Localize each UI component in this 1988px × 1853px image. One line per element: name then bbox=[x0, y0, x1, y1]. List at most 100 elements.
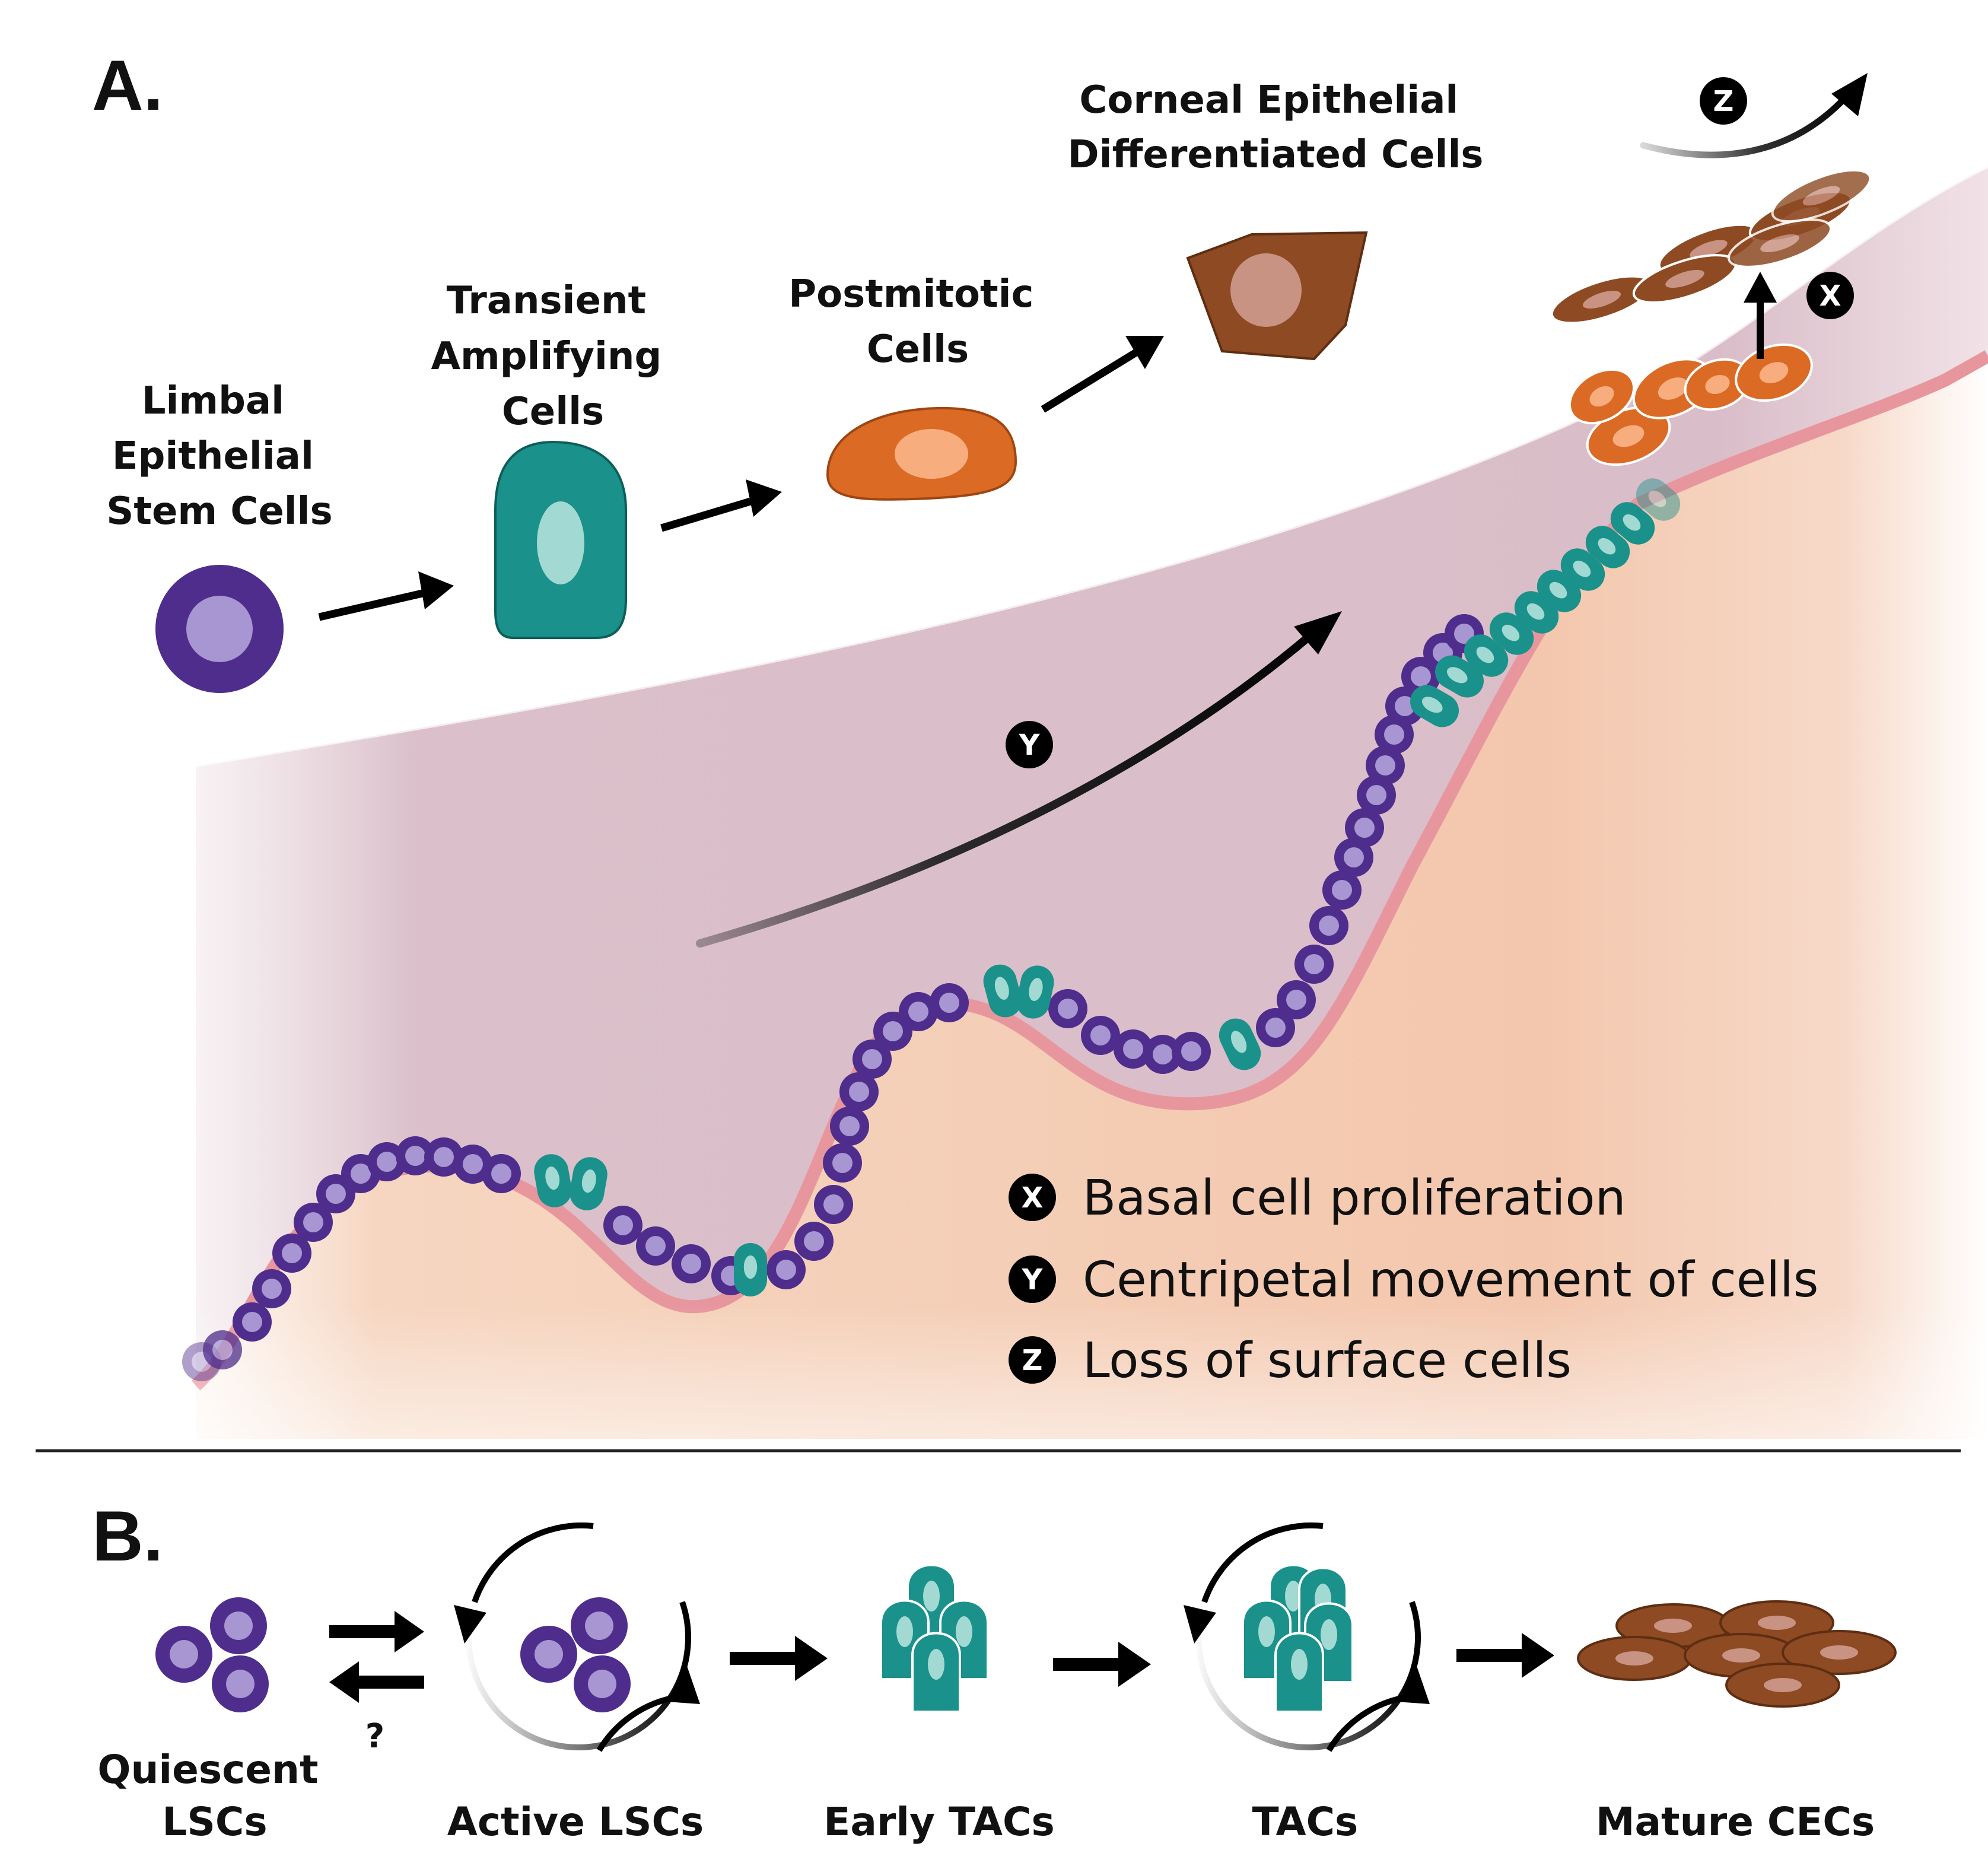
basal-stem-cell bbox=[672, 1244, 711, 1283]
basal-stem-cell bbox=[839, 1072, 879, 1111]
self-renewal-cycle-icon bbox=[466, 1601, 691, 1750]
epithelium bbox=[196, 166, 1988, 1385]
centripetal-movement-arrowhead bbox=[1294, 611, 1342, 654]
basal-tac-cell bbox=[1464, 634, 1509, 677]
differentiated-cell-icon bbox=[1186, 231, 1368, 361]
stage-label-differentiated: Corneal Epithelial Differentiated Cells bbox=[1068, 78, 1484, 177]
marker-badge-y-letter: Y bbox=[1019, 729, 1041, 762]
panel-b-label: B. bbox=[92, 1496, 163, 1576]
stage-label-lsc: Limbal Epithelial Stem Cells bbox=[106, 379, 332, 533]
label-early-tacs: Early TACs bbox=[823, 1799, 1055, 1845]
arrow-postmitotic-to-differentiated-head bbox=[1125, 336, 1164, 369]
basal-tac-cell bbox=[1435, 655, 1484, 698]
basal-stem-cell bbox=[794, 1222, 834, 1261]
basal-stem-cell bbox=[830, 1107, 869, 1146]
tac-cluster-with-cycle bbox=[1184, 1522, 1430, 1752]
proliferation-arrowhead bbox=[1744, 272, 1777, 303]
basal-tac-cell bbox=[1610, 502, 1655, 545]
arrow-postmitotic-to-differentiated bbox=[1041, 349, 1138, 413]
basal-stem-cell bbox=[1277, 980, 1316, 1019]
marker-badge-y: Y bbox=[1006, 721, 1053, 768]
marker-badge-z-letter: Z bbox=[1713, 85, 1734, 118]
basal-tac-cell bbox=[734, 1243, 767, 1296]
basal-stem-cell bbox=[252, 1269, 291, 1308]
stage-label-tac: Transient Amplifying Cells bbox=[431, 279, 675, 434]
basal-stem-cell bbox=[233, 1302, 272, 1342]
basal-tac-cell bbox=[1219, 1018, 1261, 1070]
basal-tac-cell bbox=[570, 1157, 607, 1210]
basal-tac-cell bbox=[983, 964, 1022, 1018]
tac-cell-icon bbox=[494, 440, 627, 639]
label-quiescent-lscs-line-2: LSCs bbox=[162, 1799, 267, 1845]
label-active-lscs: Active LSCs bbox=[447, 1799, 704, 1845]
legend-item-y: Y Centripetal movement of cells bbox=[1009, 1252, 1819, 1308]
legend-item-x: X Basal cell proliferation bbox=[1009, 1170, 1626, 1226]
basal-stem-cell bbox=[1357, 775, 1396, 815]
label-quiescent-lscs: Quiescent LSCs bbox=[97, 1747, 332, 1845]
quiescent-lsc-cluster bbox=[155, 1597, 269, 1712]
postmitotic-cell-icon bbox=[826, 406, 1017, 501]
legend-text-y: Centripetal movement of cells bbox=[1083, 1252, 1819, 1308]
surface-cell-cluster bbox=[1550, 169, 1872, 466]
basal-stem-cell bbox=[1256, 1008, 1295, 1047]
legend: X Basal cell proliferation Y Centripetal… bbox=[1009, 1170, 1819, 1389]
basal-stem-cell bbox=[1334, 838, 1373, 877]
arrow-tac-to-mature-head bbox=[1522, 1633, 1554, 1678]
basal-tac-cell bbox=[1585, 526, 1630, 568]
label-quiescent-lscs-line-1: Quiescent bbox=[97, 1747, 318, 1792]
basal-stem-cell bbox=[1081, 1016, 1120, 1055]
arrow-tac-to-postmitotic-head bbox=[746, 479, 782, 517]
basal-stem-cell bbox=[899, 992, 938, 1031]
early-tac-cluster bbox=[880, 1563, 989, 1713]
basal-stem-cell bbox=[930, 983, 969, 1022]
basal-stem-cell bbox=[603, 1206, 642, 1245]
arrow-tac-to-postmitotic bbox=[660, 497, 752, 532]
basal-stem-cell bbox=[1294, 945, 1334, 984]
basal-tac-cell bbox=[1560, 548, 1605, 591]
basal-tac-cell bbox=[534, 1154, 572, 1207]
stage-label-lsc-line-3: Stem Cells bbox=[106, 490, 332, 533]
marker-badge-x: X bbox=[1806, 272, 1854, 319]
basal-stem-cell bbox=[272, 1234, 311, 1273]
stage-label-postmitotic: Postmitotic Cells bbox=[788, 272, 1047, 371]
basal-stem-cell bbox=[636, 1226, 675, 1266]
bottom-fade bbox=[0, 1305, 1988, 1442]
differentiated-cell bbox=[1771, 169, 1872, 223]
legend-badge-z: Z bbox=[1022, 1344, 1043, 1377]
basal-stem-cell bbox=[1048, 989, 1087, 1028]
basal-stem-cell bbox=[1143, 1035, 1182, 1074]
arrow-active-to-early-tac-head bbox=[795, 1636, 828, 1681]
surface-loss-arrowhead bbox=[1831, 73, 1868, 116]
basal-stem-cell bbox=[814, 1185, 853, 1224]
differentiated-cell bbox=[1727, 218, 1833, 268]
arrow-lsc-to-tac-head bbox=[418, 571, 454, 609]
arrow-lsc-to-tac bbox=[318, 589, 424, 621]
centripetal-movement-arrow bbox=[696, 631, 1315, 948]
lsc-cell-icon bbox=[155, 565, 284, 693]
stage-label-tac-line-2: Amplifying bbox=[431, 335, 661, 379]
basal-stem-cell bbox=[1366, 746, 1405, 785]
postmitotic-cell bbox=[1684, 358, 1751, 411]
tac-icon bbox=[1274, 1632, 1324, 1713]
basal-stem-cell bbox=[482, 1154, 521, 1193]
tac-icon bbox=[911, 1632, 961, 1713]
stage-label-postmitotic-line-1: Postmitotic bbox=[788, 272, 1033, 316]
legend-text-x: Basal cell proliferation bbox=[1083, 1170, 1626, 1226]
stage-label-postmitotic-line-2: Cells bbox=[867, 328, 969, 371]
legend-item-z: Z Loss of surface cells bbox=[1009, 1333, 1572, 1389]
basal-stem-cell bbox=[823, 1143, 862, 1183]
marker-badge-x-letter: X bbox=[1819, 279, 1841, 313]
legend-badge-y: Y bbox=[1022, 1263, 1044, 1296]
basal-stem-cell bbox=[853, 1040, 892, 1079]
reversibility-question-mark: ? bbox=[365, 1717, 384, 1756]
mature-cec-stack bbox=[1577, 1600, 1897, 1708]
basal-tac-cell bbox=[1016, 965, 1054, 1019]
basal-stem-cell bbox=[1345, 808, 1384, 847]
postmitotic-cell bbox=[1568, 368, 1636, 425]
legend-text-z: Loss of surface cells bbox=[1083, 1333, 1572, 1389]
stage-label-lsc-line-1: Limbal bbox=[142, 379, 284, 423]
stage-label-differentiated-line-1: Corneal Epithelial bbox=[1079, 78, 1458, 122]
basal-stem-cell bbox=[1309, 906, 1348, 945]
basal-tac-cell bbox=[1636, 478, 1681, 521]
panel-a-label: A. bbox=[92, 46, 163, 125]
